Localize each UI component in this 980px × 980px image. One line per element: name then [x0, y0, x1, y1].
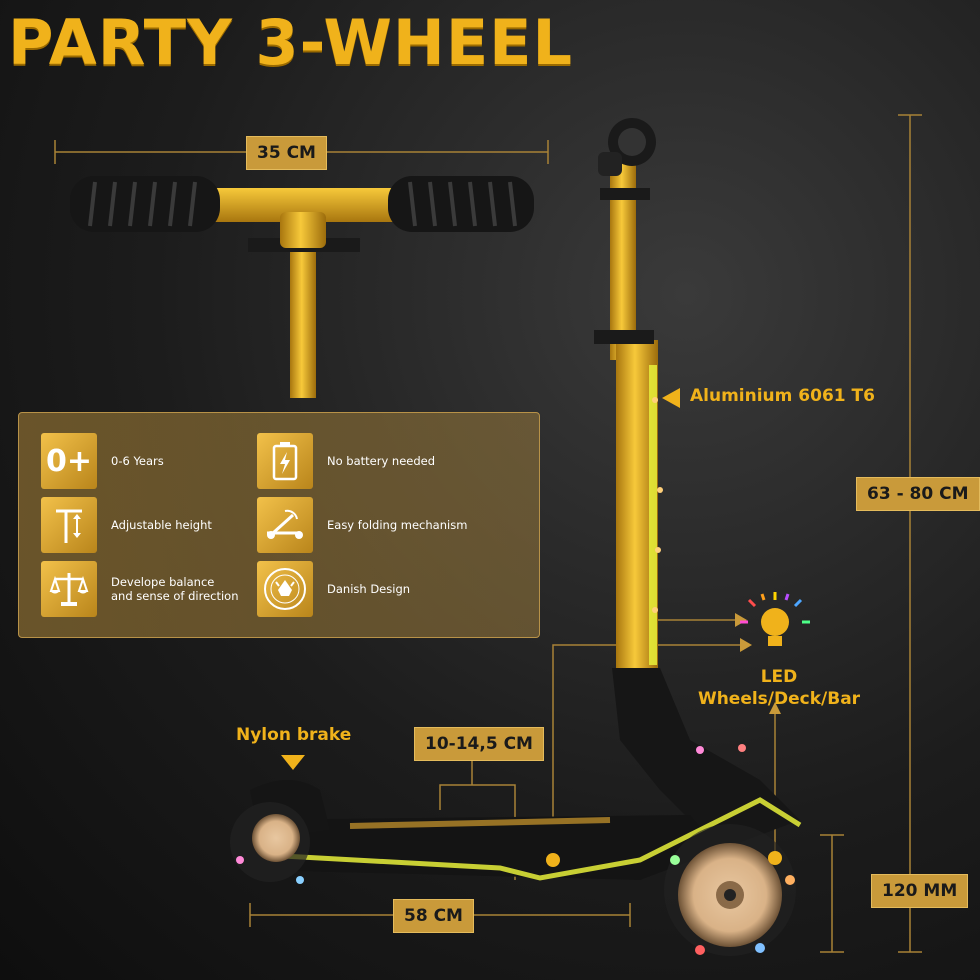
rear-wheel [230, 802, 310, 882]
material-arrow [662, 388, 680, 408]
deck-length-label: 58 CM [393, 899, 474, 933]
feature-label: 0-6 Years [111, 454, 164, 468]
scooter-stem [594, 118, 800, 850]
handlebar-detail [70, 176, 534, 398]
feature-age: 0+ 0-6 Years [41, 433, 291, 489]
feature-balance: Develope balance and sense of direction [41, 561, 291, 617]
led-sparkles [236, 397, 795, 955]
age-badge-icon: 0+ [41, 433, 97, 489]
wheel-size-label: 120 MM [871, 874, 969, 908]
led-bulb-icon [740, 592, 810, 646]
feature-height: Adjustable height [41, 497, 291, 553]
brake-arrow [281, 755, 305, 770]
material-callout: Aluminium 6061 T6 [690, 386, 875, 406]
feature-panel: 0+ 0-6 Years No battery needed Adjustabl… [18, 412, 540, 638]
led-callout: LED Wheels/Deck/Bar [697, 667, 861, 709]
feature-label: Danish Design [327, 582, 411, 596]
feature-label: Easy folding mechanism [327, 518, 468, 532]
feature-label: Adjustable height [111, 518, 212, 532]
battery-icon [257, 433, 313, 489]
deck-width-label: 10-14,5 CM [414, 727, 544, 761]
folding-icon [257, 497, 313, 553]
page-title: PARTY 3-WHEEL [8, 6, 574, 79]
front-wheel [664, 824, 796, 956]
feature-battery: No battery needed [257, 433, 507, 489]
feature-label: No battery needed [327, 454, 436, 468]
feature-danish-design: Danish Design [257, 561, 507, 617]
height-range-label: 63 - 80 CM [856, 477, 980, 511]
balance-scale-icon [41, 561, 97, 617]
height-adjust-icon [41, 497, 97, 553]
brake-callout: Nylon brake [236, 725, 352, 745]
feature-folding: Easy folding mechanism [257, 497, 507, 553]
handlebar-width-label: 35 CM [246, 136, 327, 170]
danish-design-seal-icon [257, 561, 313, 617]
feature-label: Develope balance and sense of direction [111, 575, 239, 603]
